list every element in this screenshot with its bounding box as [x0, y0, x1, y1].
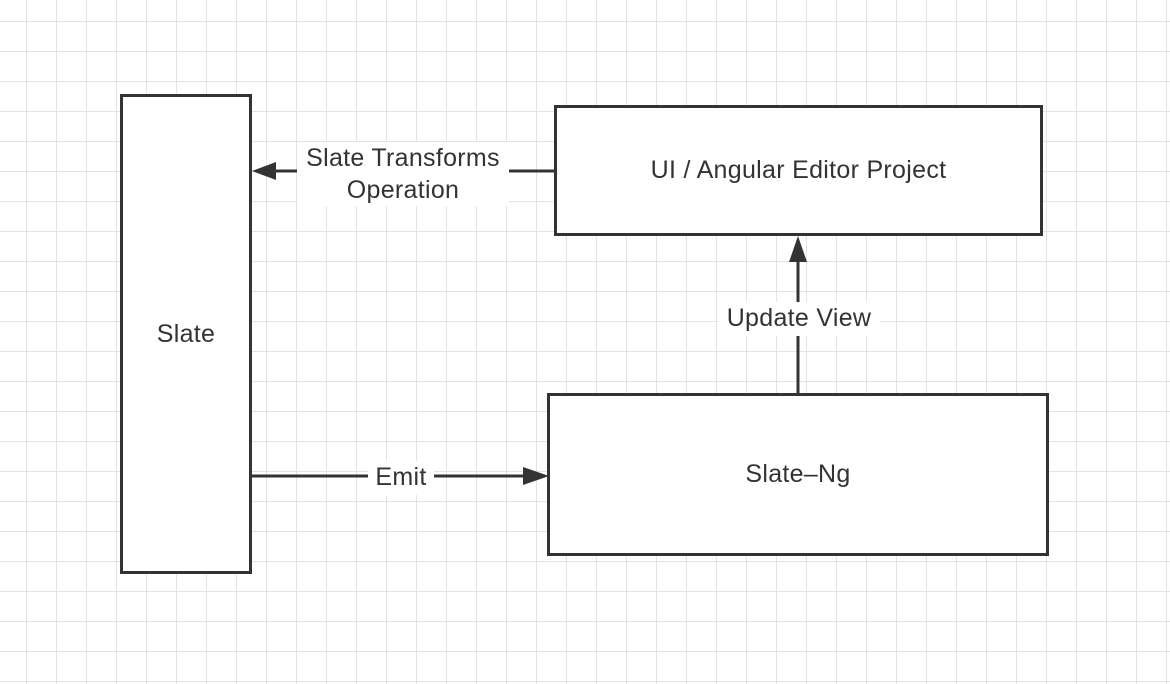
edge-label-emit: Emit	[368, 461, 434, 495]
node-slate-label: Slate	[156, 319, 216, 348]
node-slateng-label: Slate–Ng	[745, 460, 851, 488]
node-slate[interactable]: Slate	[120, 94, 252, 574]
arrowhead-left-icon	[252, 162, 276, 180]
arrowhead-up-icon	[789, 236, 807, 262]
arrowhead-right-icon	[523, 467, 549, 485]
node-slate-ng[interactable]: Slate–Ng	[547, 393, 1049, 556]
node-ui-label: UI / Angular Editor Project	[650, 156, 947, 184]
edge-label-update-view: Update View	[718, 302, 880, 336]
edge-label-line-1: Slate Transforms	[306, 144, 500, 172]
edge-label-slate-transforms: Slate Transforms Operation	[297, 142, 509, 206]
edge-label-line-2: Operation	[346, 176, 460, 204]
node-ui-angular-editor-project[interactable]: UI / Angular Editor Project	[554, 105, 1043, 236]
